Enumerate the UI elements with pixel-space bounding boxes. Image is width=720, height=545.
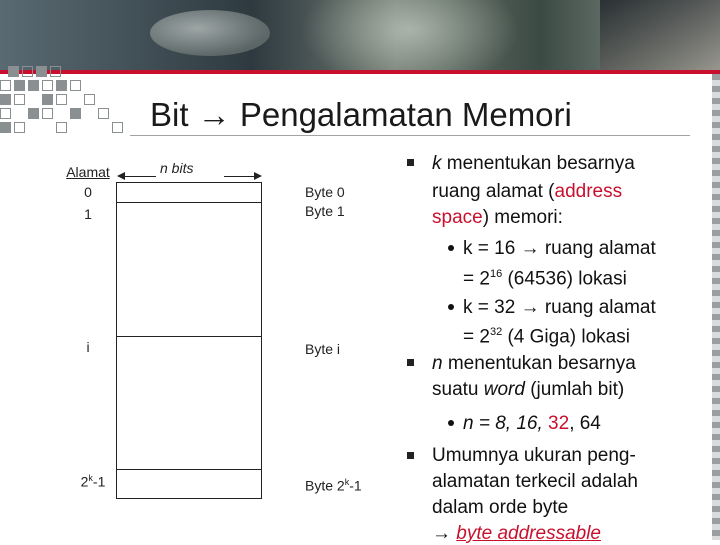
memory-cell-last (116, 469, 262, 499)
address-last-label: 2k-1 (80, 473, 106, 490)
title-rule (130, 135, 690, 136)
address-i-label: i (86, 339, 90, 355)
byte-0-label: Byte 0 (305, 184, 345, 200)
bullet-square-icon (407, 159, 414, 166)
byte-i-label: Byte i (305, 341, 341, 357)
title-arrow-icon: → (197, 96, 231, 133)
address-1-label: 1 (84, 206, 92, 222)
bullet-1-line-2: ruang alamat (address (432, 181, 623, 202)
title-left: Bit (150, 96, 189, 133)
sub-bullet-2-line-1: k = 32 → ruang alamat (463, 297, 656, 318)
byte-last-label: Byte 2k-1 (305, 477, 362, 494)
width-arrow-right-line (224, 176, 254, 177)
width-arrow-right-icon (254, 172, 262, 180)
sub-bullet-1-line-1: k = 16 → ruang alamat (463, 238, 656, 259)
memory-cell-1 (116, 202, 262, 223)
header-banner (0, 0, 720, 70)
width-arrow-left-icon (117, 172, 125, 180)
sub-bullet-dot-icon (448, 304, 454, 310)
banner-person-image (600, 0, 720, 70)
width-arrow-left-line (124, 176, 156, 177)
address-0-label: 0 (84, 184, 92, 200)
memory-cell-i (116, 336, 262, 357)
bullet-3-line-1: Umumnya ukuran peng- (432, 445, 636, 466)
decorative-right-strip (712, 74, 720, 540)
bullet-square-icon (407, 452, 414, 459)
sub-bullet-1-line-2: = 216 (64536) lokasi (463, 268, 627, 290)
bullet-1-line-1: k menentukan besarnya (432, 153, 635, 174)
bullet-2-line-1: n menentukan besarnya (432, 353, 636, 374)
byte-1-label: Byte 1 (305, 203, 345, 219)
page-title: Bit → Pengalamatan Memori (150, 96, 572, 134)
banner-disc-image (150, 10, 270, 56)
sub-bullet-3: n = 8, 16, 32, 64 (463, 413, 601, 434)
bullet-3-line-4: → byte addressable (432, 523, 601, 544)
n-bits-label: n bits (160, 160, 194, 176)
bullet-1-line-3: space) memori: (432, 207, 563, 228)
header-red-line (0, 70, 720, 74)
memory-cell-0 (116, 182, 262, 203)
memory-gap-upper (116, 222, 262, 337)
sub-bullet-2-line-2: = 232 (4 Giga) lokasi (463, 326, 630, 348)
sub-bullet-dot-icon (448, 245, 454, 251)
banner-glow (300, 0, 520, 70)
bullet-2-line-2: suatu word (jumlah bit) (432, 379, 625, 400)
memory-gap-lower (116, 356, 262, 470)
bullet-square-icon (407, 359, 414, 366)
bullet-3-line-2: alamatan terkecil adalah (432, 471, 638, 492)
title-right: Pengalamatan Memori (239, 96, 572, 133)
sub-bullet-dot-icon (448, 420, 454, 426)
bullet-3-line-3: dalam orde byte (432, 497, 569, 518)
address-header-label: Alamat (66, 164, 110, 180)
